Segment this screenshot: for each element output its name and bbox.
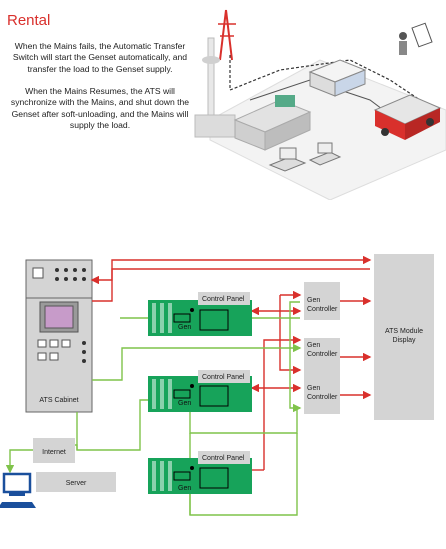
gen-controller-2: Gen Controller [307,342,338,358]
gen-controller-label-2: Controller [307,351,338,358]
control-panel-3: Control Panel [198,451,250,464]
ats-module-label-2: Display [393,337,416,344]
server-node: Server [36,472,116,492]
gen-controller-label: Gen [307,297,320,304]
red-genset-truck-icon [373,94,442,140]
ats-cabinet: ATS Cabinet [25,259,93,413]
operator-person-icon [399,32,407,55]
gen-controller-label-2: Controller [307,394,338,401]
control-panel-label: Control Panel [202,374,245,381]
power-pylon-icon [218,9,236,61]
ats-module-label: ATS Module [385,328,423,335]
control-panel-label: Control Panel [202,455,245,462]
system-diagram: ATS Cabinet ATS Module Display Gen Contr… [0,254,434,516]
gen-label: Gen [178,324,191,331]
tv-tower-icon [194,37,236,138]
genset-1: Gen [148,300,252,336]
page-title: Rental [7,12,51,29]
gen-label: Gen [178,485,191,492]
server-label: Server [66,480,87,487]
control-panel-2: Control Panel [198,370,250,383]
gen-controller-label: Gen [307,385,320,392]
ats-cabinet-label: ATS Cabinet [39,397,78,404]
rental-illustration [194,9,446,200]
gen-controller-1: Gen Controller [307,297,338,313]
gen-controller-label-2: Controller [307,306,338,313]
control-panel-1: Control Panel [198,292,250,305]
control-panel-label: Control Panel [202,296,245,303]
laptop-icon [268,142,342,172]
gen-label: Gen [178,400,191,407]
gen-controller-column [304,282,340,414]
mains-resumes-text: When the Mains Resumes, the ATS will syn… [10,86,190,131]
ats-module-display: ATS Module Display [374,254,434,420]
mains-fail-text: When the Mains fails, the Automatic Tran… [12,41,188,74]
gen-controller-3: Gen Controller [307,385,338,401]
computer-icon [0,472,36,508]
gen-controller-label: Gen [307,342,320,349]
tablet-icon [411,22,433,48]
genset-truck-icon [308,59,367,97]
factory-building-icon [233,95,312,151]
internet-label: Internet [42,449,66,456]
internet-node: Internet [33,438,75,463]
